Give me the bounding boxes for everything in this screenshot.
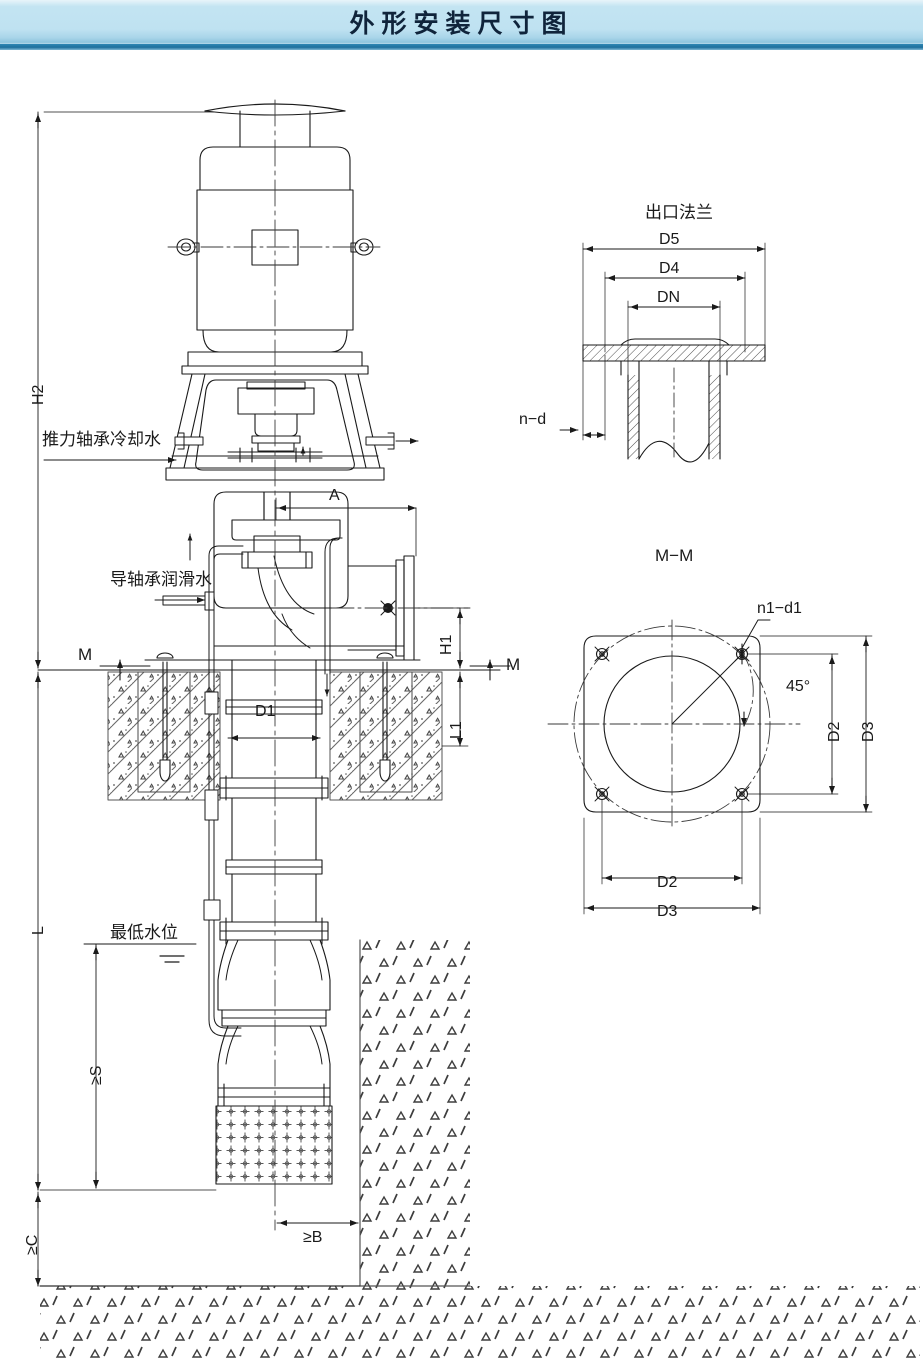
dimension-label-C: ≥C — [24, 1234, 41, 1255]
dimension-label-DN: DN — [657, 289, 681, 306]
outlet-flange-title: 出口法兰 — [645, 203, 713, 223]
section-mark-left — [99, 659, 151, 681]
dimension-label-D1: D1 — [255, 703, 276, 720]
dimension-S — [83, 943, 197, 1189]
dimension-label-B: ≥B — [303, 1229, 323, 1246]
dimension-label-n-d: n−d — [519, 411, 547, 428]
dimension-A — [275, 497, 417, 557]
dimension-label-D5: D5 — [659, 231, 680, 248]
section-mm-view — [547, 619, 873, 915]
angle-label-45: 45° — [786, 678, 811, 695]
dimension-label-D3-vertical: D3 — [860, 721, 877, 742]
label-guide-bearing-lubrication-water: 导轴承润滑水 — [110, 570, 212, 590]
foundation-surface-line — [37, 659, 501, 671]
section-mark-label-left: M — [78, 645, 93, 664]
section-mark-right — [469, 659, 511, 681]
motor-horizontal-centerline — [167, 246, 471, 609]
section-mark-label-right: M — [506, 655, 521, 674]
anchor-bolt-left — [156, 652, 174, 782]
section-mm-title: M−M — [655, 546, 694, 565]
column-pipe — [219, 659, 329, 923]
label-lowest-water-level: 最低水位 — [110, 923, 178, 943]
motor-stool-frame — [165, 351, 385, 481]
dimension-label-H1: H1 — [438, 634, 455, 655]
dimension-label-L: L — [30, 926, 47, 935]
title-underline — [0, 44, 923, 50]
dimension-label-D4: D4 — [659, 260, 680, 277]
title-bar: 外形安装尺寸图 — [0, 0, 923, 50]
dimension-label-L1: L1 — [448, 721, 465, 739]
sump-ground-hatching — [39, 939, 920, 1359]
dimension-L1 — [441, 671, 469, 747]
dimension-label-H2: H2 — [30, 384, 47, 405]
dimension-label-D3-horizontal: D3 — [657, 903, 678, 920]
outlet-flange-detail-view — [559, 242, 766, 463]
dimension-H2 — [35, 111, 215, 669]
dimension-label-A: A — [329, 487, 340, 504]
dimension-label-n1-d1: n1−d1 — [757, 600, 802, 617]
pump-bowl-assembly — [217, 917, 331, 1111]
dimension-C — [35, 1189, 361, 1287]
suction-strainer — [215, 1105, 333, 1185]
anchor-bolt-right — [376, 652, 394, 782]
dimension-label-D2-vertical: D2 — [826, 721, 843, 742]
discharge-head — [213, 491, 415, 661]
bearing-water-piping — [162, 432, 419, 1037]
page-title: 外形安装尺寸图 — [349, 9, 574, 38]
dimension-H1 — [417, 607, 469, 669]
dimension-label-D2-horizontal: D2 — [657, 874, 678, 891]
label-thrust-bearing-cooling-water: 推力轴承冷却水 — [42, 430, 161, 450]
dimension-label-S: ≥S — [88, 1065, 105, 1085]
